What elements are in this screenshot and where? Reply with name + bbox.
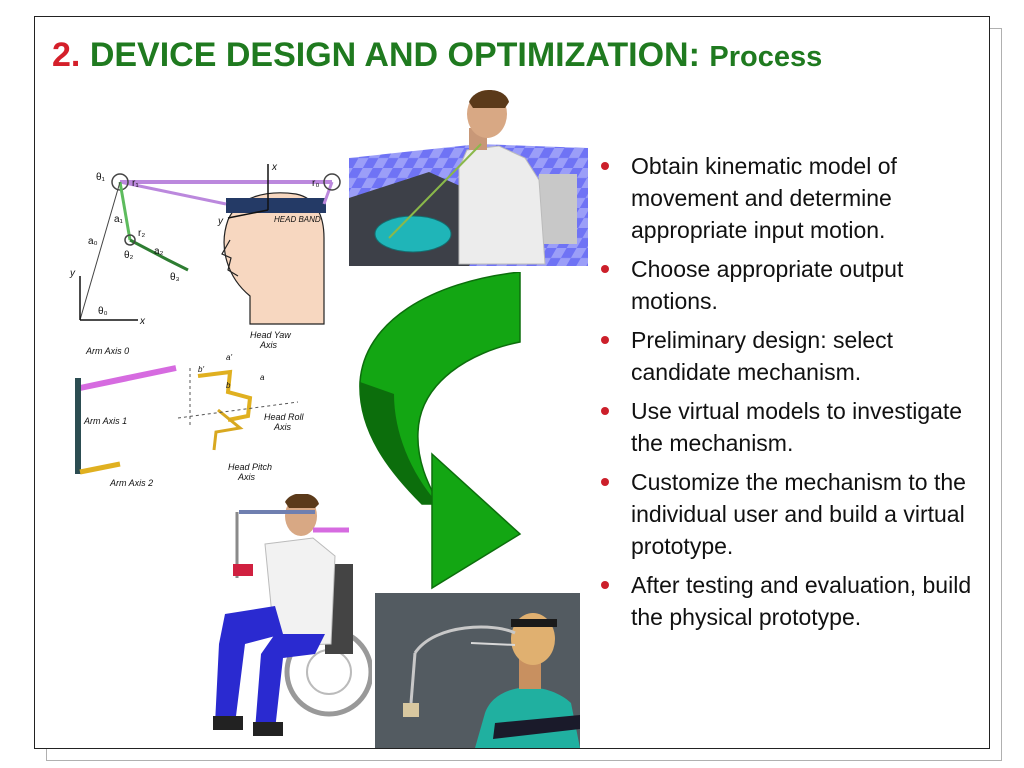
mechanism-axes-diagram: Arm Axis 0 Head Yaw Axis Arm Axis 1 Head… [68,328,314,494]
physical-prototype-photo [375,593,580,748]
label-head-yaw-2: Axis [259,340,278,350]
process-steps-list: Obtain kinematic model of movement and d… [598,150,986,640]
label-r2: r₂ [138,228,145,239]
title-number: 2. [52,36,81,74]
label-theta0: θ₀ [98,306,108,317]
kinematic-model-svg: θ₁ r₁ r₀ a₁ a₀ r₂ θ₂ a₂ θ₃ θ₀ x y x y HE… [68,158,346,328]
mechanism-axes-svg: Arm Axis 0 Head Yaw Axis Arm Axis 1 Head… [68,328,314,494]
label-a: a [260,373,265,382]
bullet-text: Customize the mechanism to the individua… [631,469,966,559]
label-a1: a₁ [114,214,124,225]
bullet-text: Use virtual models to investigate the me… [631,398,963,456]
label-theta1: θ₁ [96,172,106,183]
label-theta2: θ₂ [124,250,134,261]
label-a0: a₀ [88,236,98,247]
label-head-pitch-2: Axis [237,472,256,482]
label-r1: r₁ [132,178,139,189]
label-head-axis-x: x [271,162,278,173]
bullet-dot-icon [601,478,609,486]
process-flow-arrow [359,272,522,590]
list-item: After testing and evaluation, build the … [598,569,986,633]
label-axis-x: x [139,316,146,327]
label-head-pitch-1: Head Pitch [228,462,272,472]
label-head-axis-y: y [217,216,224,227]
bullet-text: Choose appropriate output motions. [631,256,904,314]
bullet-text: After testing and evaluation, build the … [631,572,972,630]
bullet-dot-icon [601,407,609,415]
label-b: b [226,381,231,390]
virtual-prototype-svg [205,494,372,744]
list-item: Customize the mechanism to the individua… [598,466,986,562]
slide-title: 2. DEVICE DESIGN AND OPTIMIZATION: Proce… [52,36,822,75]
list-item: Obtain kinematic model of movement and d… [598,150,986,246]
bullet-text: Preliminary design: select candidate mec… [631,327,894,385]
label-a2: a₂ [154,246,164,257]
bullet-dot-icon [601,336,609,344]
kinematic-model-diagram: θ₁ r₁ r₀ a₁ a₀ r₂ θ₂ a₂ θ₃ θ₀ x y x y HE… [68,158,346,328]
label-head-roll-2: Axis [273,422,292,432]
list-item: Use virtual models to investigate the me… [598,395,986,459]
virtual-scene-table-svg [349,88,588,266]
label-a-prime: a' [226,353,232,362]
list-item: Preliminary design: select candidate mec… [598,324,986,388]
label-head-roll-1: Head Roll [264,412,305,422]
list-item: Choose appropriate output motions. [598,253,986,317]
virtual-scene-table-image [349,88,588,266]
title-main: DEVICE DESIGN AND OPTIMIZATION: [89,36,700,74]
label-b-prime: b' [198,365,204,374]
virtual-prototype-wheelchair-image [205,494,372,744]
bullet-text: Obtain kinematic model of movement and d… [631,153,897,243]
label-arm-axis-1: Arm Axis 1 [83,416,127,426]
bullet-dot-icon [601,162,609,170]
label-arm-axis-2: Arm Axis 2 [109,478,153,488]
label-theta3: θ₃ [170,272,180,283]
label-head-yaw-1: Head Yaw [250,330,291,340]
label-axis-y: y [69,268,76,279]
bullet-dot-icon [601,265,609,273]
bullet-dot-icon [601,581,609,589]
label-r0: r₀ [312,178,319,189]
label-head-band: HEAD BAND [274,215,321,224]
physical-prototype-svg [375,593,580,748]
title-sub: Process [709,41,823,73]
label-arm-axis-0: Arm Axis 0 [85,346,129,356]
